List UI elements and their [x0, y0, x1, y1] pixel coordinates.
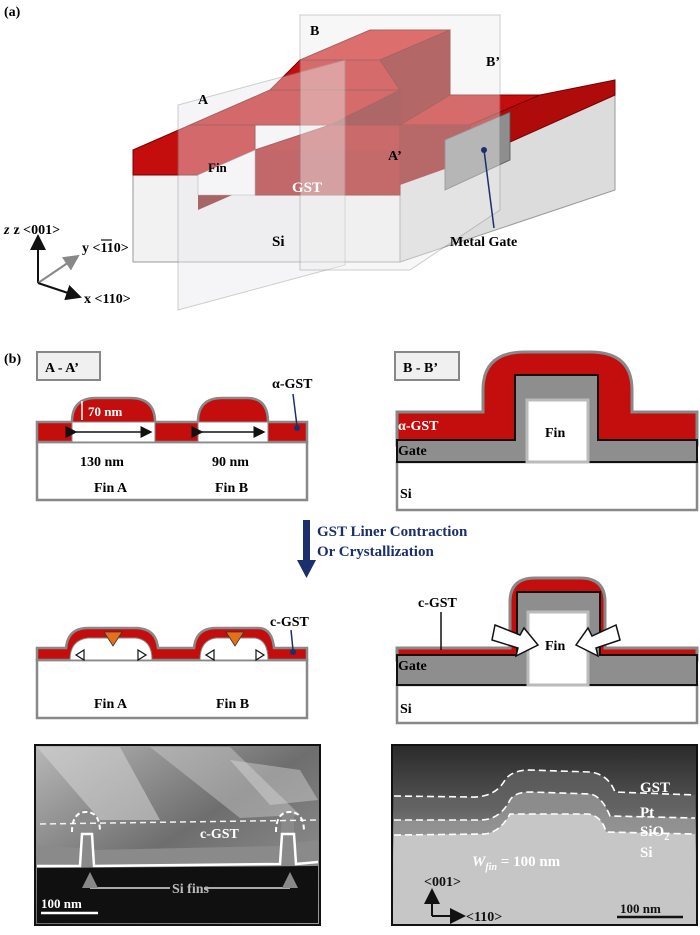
process-line1: GST Liner Contraction [317, 524, 468, 540]
fin-b-after-label: Fin B [216, 697, 249, 712]
si-fins-label: Si fins [172, 882, 210, 897]
sem-pt-label: Pt [640, 805, 654, 821]
plane-a-prime-label: A’ [388, 149, 402, 164]
thickness-label: 70 nm [88, 404, 122, 419]
panel-a-label: (a) [4, 5, 21, 20]
si-bb-after-label: Si [400, 702, 412, 717]
fin-label: Fin [208, 160, 228, 175]
sem-image-right: GST Pt SiO2 Si Wfin = 100 nm <001> <110>… [392, 745, 697, 925]
plane-b-prime-label: B’ [486, 55, 500, 70]
process-arrow: GST Liner Contraction Or Crystallization [297, 520, 468, 578]
gst-label: GST [292, 180, 322, 196]
alpha-gst-bb-label: α-GST [398, 419, 439, 434]
device-3d: A A’ B B’ Fin GST Si Metal Gate [133, 15, 615, 310]
panel-b-label: (b) [4, 352, 21, 367]
axis-y-label: y <110> [82, 241, 129, 256]
width-a-label: 130 nm [80, 455, 124, 470]
si-substrate-aa [37, 442, 307, 500]
width-b-label: 90 nm [212, 455, 249, 470]
si-substrate-bb [397, 462, 697, 510]
gate-bb-label: Gate [398, 444, 427, 459]
sem-image-left: c-GST Si fins 100 nm [35, 745, 320, 925]
si-label: Si [272, 234, 285, 250]
sem-c-gst-label: c-GST [200, 827, 240, 842]
fin-a-label: Fin A [94, 481, 128, 496]
section-bb-after: Fin Gate Si c-GST [397, 578, 697, 723]
section-aa-before: A - A’ 70 nm 130 nm 90 nm Fin A Fin B α-… [37, 352, 313, 500]
sem-axis-001: <001> [424, 875, 461, 890]
fin-bb-label: Fin [545, 426, 565, 441]
svg-text:B - B’: B - B’ [403, 361, 438, 376]
sem-axis-110: <110> [466, 910, 502, 925]
svg-text:A - A’: A - A’ [45, 361, 79, 376]
section-bb-before: B - B’ α-GST Gate Fin Si [395, 352, 697, 510]
sem-gst-label: GST [640, 780, 670, 796]
sem-left-scale: 100 nm [41, 896, 82, 911]
sem-right-scale: 100 nm [620, 901, 661, 916]
c-gst-label: c-GST [270, 615, 310, 630]
axis-x-label: x <110> [84, 292, 131, 307]
gate-bb-after-label: Gate [398, 659, 427, 674]
alpha-gst-label: α-GST [272, 377, 313, 392]
plane-a-label: A [198, 93, 209, 108]
fin-b-label: Fin B [215, 481, 248, 496]
c-gst-bb-label: c-GST [418, 596, 458, 611]
process-line2: Or Crystallization [317, 544, 434, 560]
fin-a-after-label: Fin A [94, 697, 128, 712]
sem-si-label: Si [640, 845, 653, 861]
si-bb-label: Si [400, 487, 412, 502]
plane-b-label: B [310, 24, 319, 39]
metal-gate-label: Metal Gate [450, 235, 517, 250]
section-aa-after: Fin A Fin B c-GST [37, 615, 310, 718]
fin-bb-after-label: Fin [545, 639, 565, 654]
